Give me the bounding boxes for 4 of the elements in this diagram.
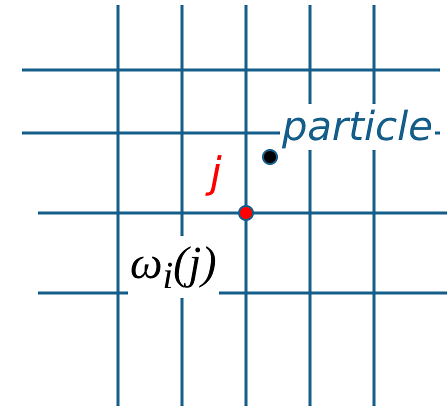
weight-formula: ω$_{i}$(j): [128, 236, 219, 298]
particle-dot: [262, 149, 278, 165]
grid-node-dot: [238, 205, 254, 221]
particle-label: particle: [280, 104, 435, 150]
